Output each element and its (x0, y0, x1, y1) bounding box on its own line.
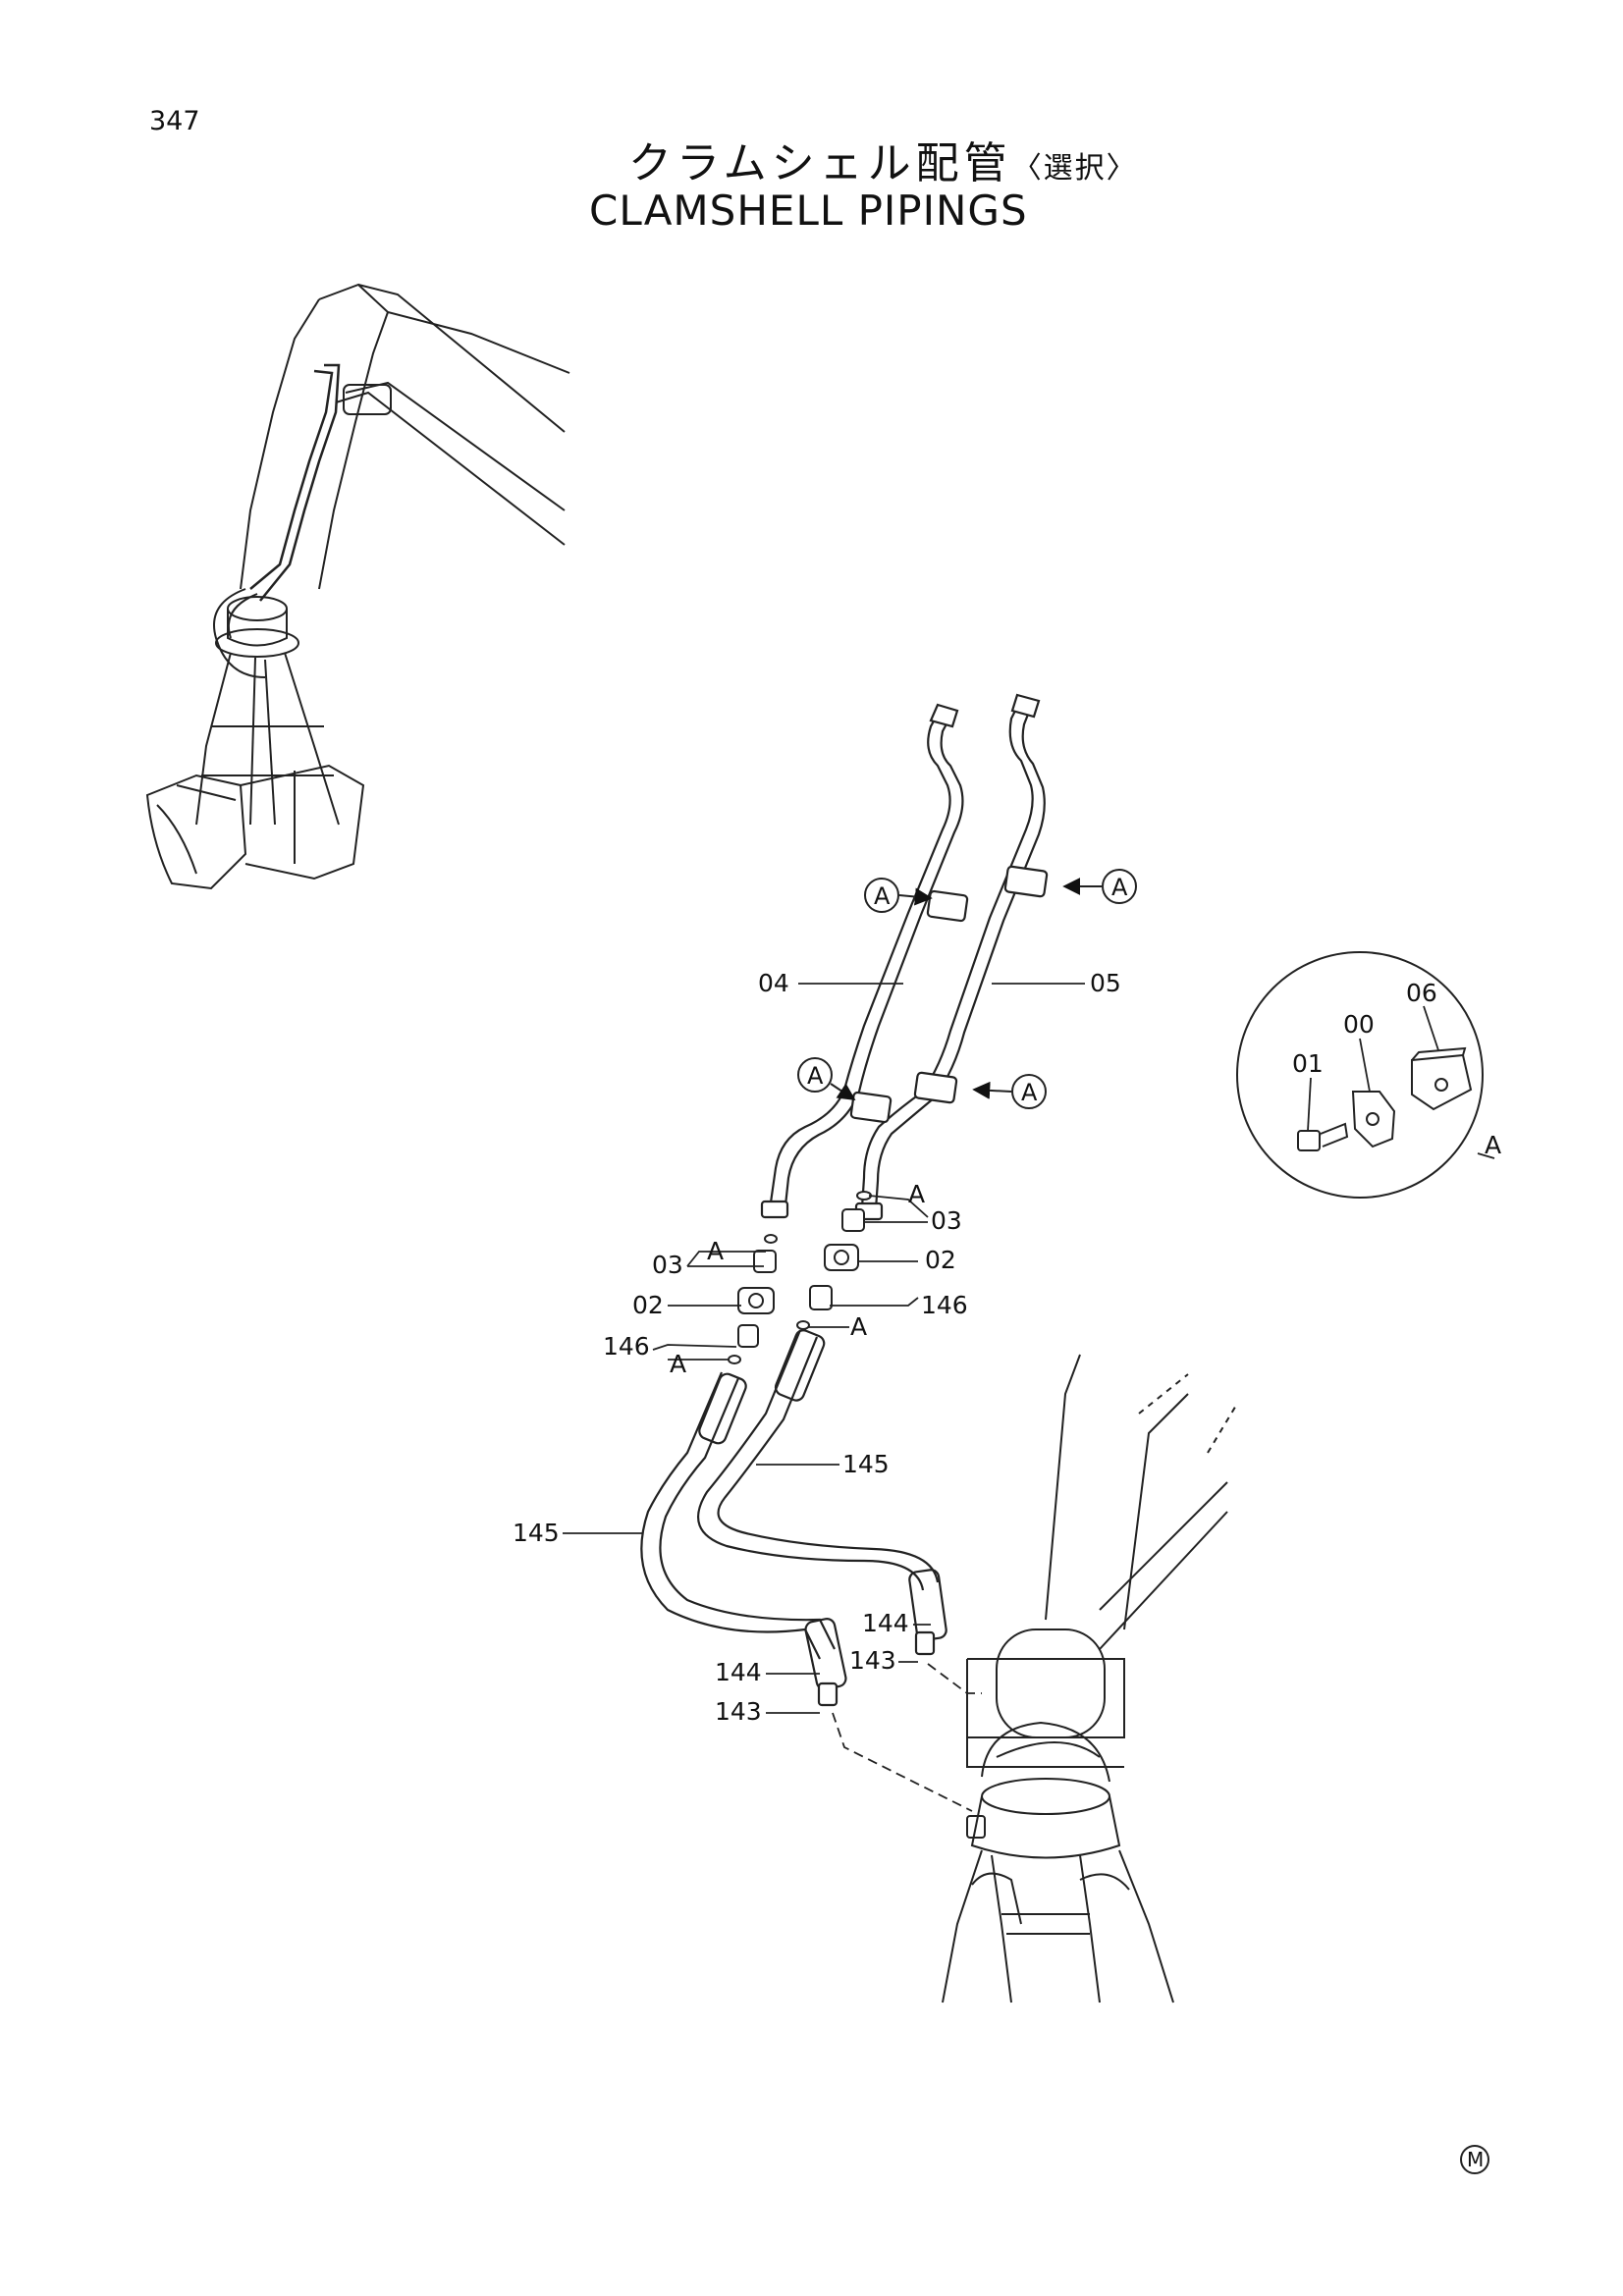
title-ja-main: クラムシェル配管 (628, 138, 1012, 188)
callout-a-5: A (908, 1180, 925, 1208)
part-label-02-left: 02 (632, 1291, 664, 1319)
part-label-146-left: 146 (603, 1332, 650, 1361)
callout-a-7: A (707, 1237, 724, 1265)
detail-view-label: A (1485, 1131, 1501, 1159)
part-label-03-left: 03 (652, 1251, 683, 1279)
callout-a-1: A (874, 882, 891, 910)
detail-part-06: 06 (1406, 979, 1437, 1007)
callout-a-8: A (670, 1350, 686, 1378)
callout-a-6: A (850, 1312, 867, 1341)
detail-part-00: 00 (1343, 1010, 1375, 1039)
part-label-144-right: 144 (862, 1609, 909, 1637)
callout-a-4: A (1021, 1079, 1038, 1106)
rotator-illustration (942, 1354, 1238, 2003)
detail-part-01: 01 (1292, 1049, 1324, 1078)
leader-lines (563, 983, 1085, 1812)
page-number: 347 (149, 106, 200, 136)
part-label-145-right: 145 (842, 1450, 890, 1478)
part-label-143-right: 143 (849, 1646, 896, 1675)
page-title-english: CLAMSHELL PIPINGS (589, 187, 1028, 235)
part-label-03-right: 03 (931, 1206, 962, 1235)
part-label-146-right: 146 (921, 1291, 968, 1319)
detail-view-a: 06 00 01 A (1236, 951, 1501, 1199)
callout-a-3: A (807, 1062, 824, 1090)
part-label-143-left: 143 (715, 1697, 762, 1726)
pipe-assembly (760, 693, 1049, 1221)
title-ja-suffix: 〈選択〉 (1011, 151, 1138, 186)
footer-mark-letter: M (1467, 2148, 1484, 2171)
part-label-02-right: 02 (925, 1246, 956, 1274)
detail-circle (1236, 951, 1484, 1199)
callout-markers (797, 869, 1137, 1109)
part-label-05: 05 (1090, 969, 1121, 997)
overview-machine-illustration (145, 283, 570, 890)
part-label-04: 04 (758, 969, 789, 997)
callout-a-2: A (1111, 874, 1128, 901)
hose-assembly (640, 1329, 947, 1707)
part-label-145-left: 145 (513, 1519, 560, 1547)
fitting-stack (728, 1191, 872, 1364)
part-label-144-left: 144 (715, 1658, 762, 1686)
page-title-japanese: クラムシェル配管〈選択〉 (628, 128, 1138, 190)
footer-mark: M (1460, 2145, 1489, 2174)
